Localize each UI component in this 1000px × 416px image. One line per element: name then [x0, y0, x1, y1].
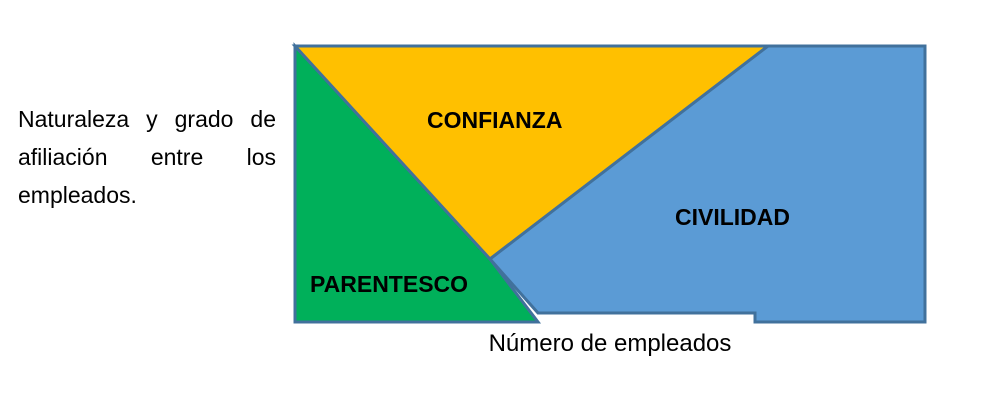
- region-label-civilidad: CIVILIDAD: [675, 204, 790, 230]
- region-civilidad[interactable]: [487, 44, 927, 324]
- region-label-confianza: CONFIANZA: [427, 107, 562, 133]
- region-label-parentesco: PARENTESCO: [310, 271, 468, 297]
- y-axis-caption: Naturaleza y grado de afiliación entre l…: [18, 106, 276, 208]
- x-axis-caption: Número de empleados: [488, 330, 732, 357]
